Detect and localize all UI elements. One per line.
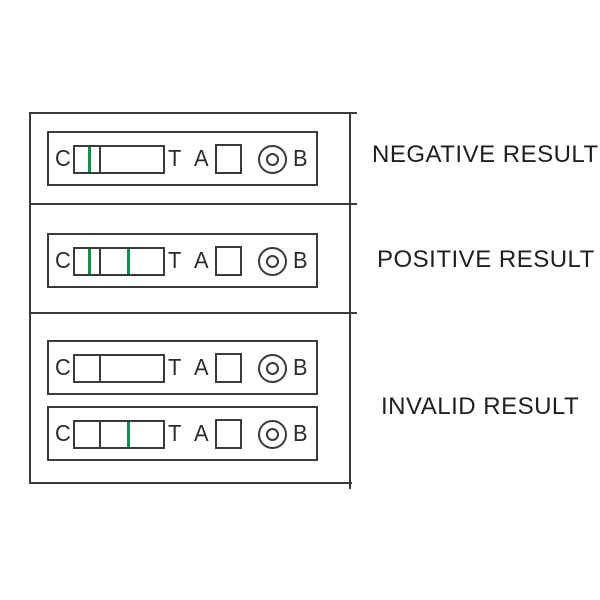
section-divider-1	[29, 203, 357, 205]
label-a: A	[194, 420, 209, 446]
test-cassette-negative: C T A B	[47, 131, 318, 186]
label-b: B	[293, 145, 308, 171]
test-cassette-invalid-2: C T A B	[47, 406, 318, 461]
sample-well	[215, 419, 242, 449]
section-divider-2	[29, 312, 357, 314]
buffer-well	[258, 247, 287, 276]
result-window	[73, 420, 165, 449]
result-window	[73, 247, 165, 276]
frame-bottom-line	[29, 482, 352, 484]
result-label-positive: POSITIVE RESULT	[377, 246, 595, 273]
buffer-well	[258, 420, 287, 449]
frame-left-line	[29, 112, 31, 484]
window-divider	[99, 422, 101, 447]
sample-well	[215, 246, 242, 276]
buffer-well-inner	[266, 153, 279, 166]
window-divider	[99, 356, 101, 381]
buffer-well-inner	[266, 255, 279, 268]
test-line	[127, 422, 130, 447]
result-window	[73, 145, 165, 174]
label-c: C	[55, 420, 71, 446]
control-line	[88, 249, 91, 274]
result-label-negative: NEGATIVE RESULT	[372, 141, 599, 168]
sample-well	[215, 144, 242, 174]
buffer-well	[258, 354, 287, 383]
test-cassette-invalid-1: C T A B	[47, 340, 318, 395]
label-t: T	[168, 354, 182, 380]
test-cassette-positive: C T A B	[47, 233, 318, 288]
label-a: A	[194, 247, 209, 273]
label-a: A	[194, 354, 209, 380]
label-t: T	[168, 247, 182, 273]
label-b: B	[293, 247, 308, 273]
label-b: B	[293, 354, 308, 380]
label-c: C	[55, 247, 71, 273]
buffer-well-inner	[266, 362, 279, 375]
test-line	[127, 249, 130, 274]
label-t: T	[168, 145, 182, 171]
control-line	[88, 147, 91, 172]
window-divider	[99, 249, 101, 274]
frame-right-line	[349, 112, 351, 489]
buffer-well	[258, 145, 287, 174]
label-c: C	[55, 145, 71, 171]
label-a: A	[194, 145, 209, 171]
sample-well	[215, 353, 242, 383]
window-divider	[99, 147, 101, 172]
label-t: T	[168, 420, 182, 446]
frame-top-line	[29, 112, 357, 114]
result-window	[73, 354, 165, 383]
label-b: B	[293, 420, 308, 446]
label-c: C	[55, 354, 71, 380]
buffer-well-inner	[266, 428, 279, 441]
result-label-invalid: INVALID RESULT	[381, 393, 580, 420]
